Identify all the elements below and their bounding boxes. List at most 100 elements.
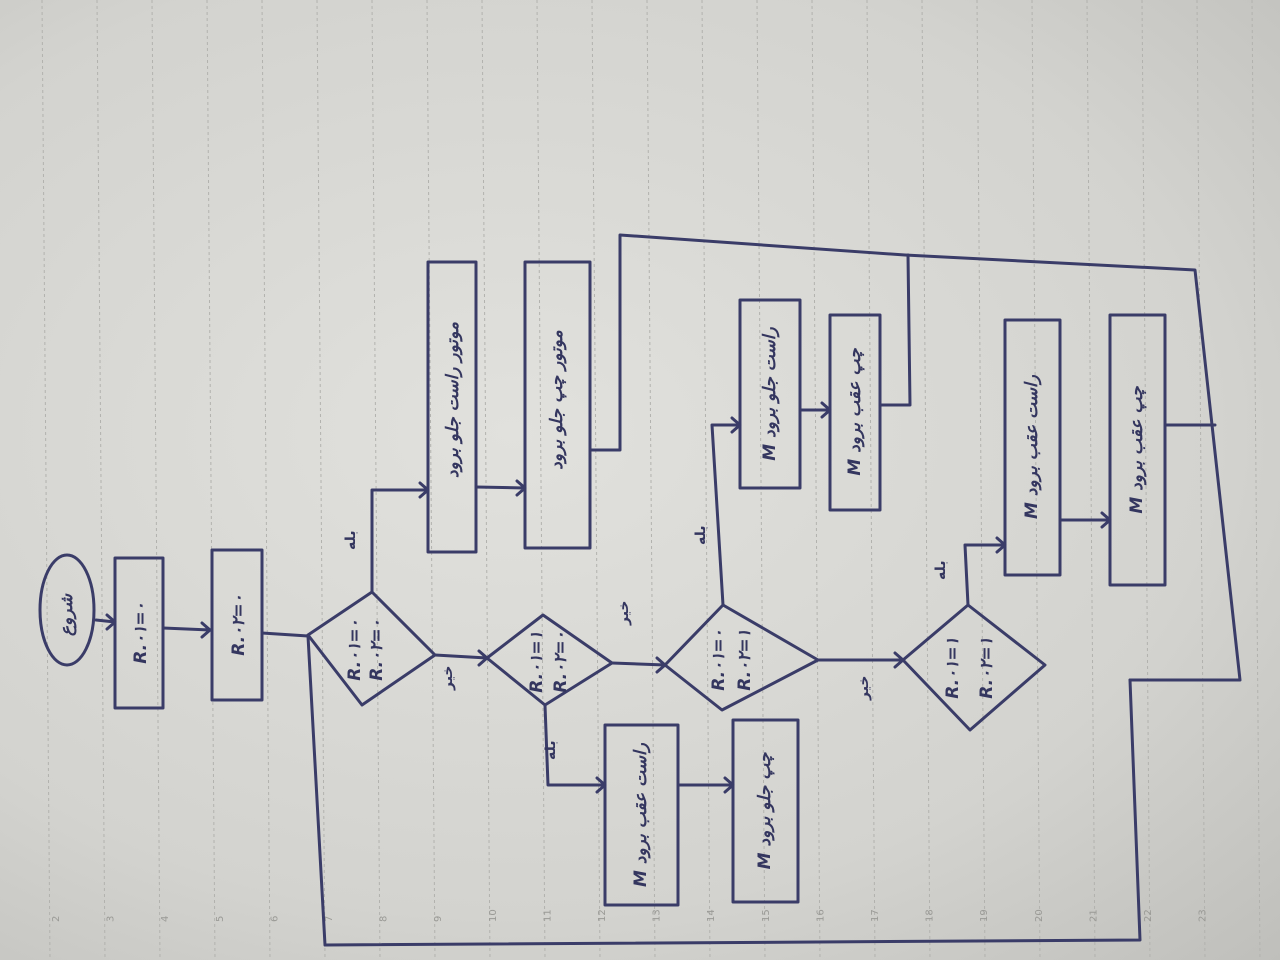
- decision-1-line1: R.۰۱=۰: [345, 619, 365, 681]
- action-d1-right-label: موتور راست جلو برود: [443, 321, 463, 478]
- rule-line: [921, 0, 931, 960]
- action-d4-right-motor: [1003, 318, 1062, 577]
- decision-3-line2: R.۰۲=۱: [735, 629, 755, 691]
- action-d1-right-motor: [426, 260, 478, 554]
- action-d3-left-label: M چپ عقب برود: [845, 348, 865, 476]
- yes-arrow-4: [963, 536, 1007, 607]
- no-label-1: خیر: [440, 665, 456, 691]
- arrow: [161, 621, 212, 639]
- rule-line: [536, 0, 546, 960]
- decision-4-line2: R.۰۲=۱: [977, 637, 997, 699]
- ruler-number: 20: [1034, 909, 1045, 922]
- ruler-number: 19: [979, 909, 990, 922]
- arrow: [94, 613, 117, 631]
- ruler-number: 14: [706, 909, 717, 922]
- action-d3-right-label: M راست جلو برود: [760, 327, 780, 461]
- action-d2-left-motor: [731, 718, 800, 904]
- ruler-number: 17: [870, 909, 881, 922]
- rule-line: [206, 0, 216, 960]
- rule-line: [316, 0, 326, 960]
- rule-line: [481, 0, 491, 960]
- arrow: [676, 776, 735, 794]
- rule-line: [1251, 0, 1261, 960]
- rule-line: [976, 0, 986, 960]
- ruler-number: 23: [1198, 909, 1209, 922]
- rule-line: [811, 0, 821, 960]
- rule-line: [591, 0, 601, 960]
- ruler-number: 22: [1143, 909, 1154, 922]
- rule-line: [371, 0, 381, 960]
- rule-line: [1086, 0, 1096, 960]
- action-d2-right-label: M راست عقب برود: [631, 742, 651, 887]
- rule-line: [1196, 0, 1206, 960]
- action-d2-right-motor: [603, 723, 680, 907]
- yes-label-2: بله: [543, 741, 559, 760]
- paper-rule-lines: [41, 0, 1261, 960]
- loop-return-line: [588, 233, 1242, 682]
- ruler-number: 4: [160, 916, 171, 922]
- ruler-number: 11: [542, 909, 553, 922]
- ruler-number: 16: [815, 909, 826, 922]
- action-d4-right-label: M راست عقب برود: [1022, 374, 1042, 519]
- start-terminal: [38, 553, 96, 667]
- ruler-number: 8: [379, 916, 390, 922]
- rule-line: [96, 0, 106, 960]
- action-d3-right-motor: [738, 298, 802, 490]
- decision-4-line1: R.۰۱=۱: [943, 637, 963, 699]
- action-d4-left-motor: [1108, 313, 1167, 587]
- no-label-2: خیر: [616, 600, 632, 626]
- action-d2-left-label: M چپ جلو برود: [755, 752, 775, 869]
- start-label: شروع: [57, 593, 77, 636]
- rule-line: [701, 0, 711, 960]
- ruler-number: 21: [1088, 909, 1099, 922]
- rule-line: [261, 0, 271, 960]
- rule-line: [1141, 0, 1151, 960]
- loop-connector-d3: [878, 253, 912, 407]
- ruler-number: 7: [324, 916, 335, 922]
- ruler-number: 13: [652, 909, 663, 922]
- rule-line: [646, 0, 656, 960]
- action-d1-left-motor: [523, 260, 592, 550]
- yes-label-3: بله: [693, 526, 709, 545]
- rule-line: [756, 0, 766, 960]
- no-arrow-1: [433, 649, 489, 667]
- decision-1-line2: R.۰۲=۰: [367, 619, 387, 681]
- decision-2: [485, 613, 614, 707]
- arrow: [1058, 511, 1112, 529]
- action-d3-left-motor: [828, 313, 882, 512]
- decision-2-line2: R.۰۲=۰: [551, 631, 571, 693]
- yes-label-1: بله: [343, 531, 359, 550]
- init-r01-label: R.۰۱=۰: [131, 602, 151, 664]
- ruler-number: 2: [51, 916, 62, 922]
- ruler-number: 15: [761, 909, 772, 922]
- rule-line: [426, 0, 436, 960]
- rule-line: [151, 0, 161, 960]
- init-r02-label: R.۰۲=۰: [229, 594, 249, 656]
- loop-back-line: [306, 634, 1142, 947]
- decision-2-line1: R.۰۱=۱: [527, 631, 547, 693]
- ruler-number: 5: [215, 916, 226, 922]
- connector: [260, 631, 310, 638]
- action-d1-left-label: موتور چپ جلو برود: [547, 329, 567, 469]
- rule-line: [41, 0, 51, 960]
- ruler-number: 9: [433, 916, 444, 922]
- ruler-number: 3: [106, 916, 117, 922]
- ruler-number: 12: [597, 909, 608, 922]
- yes-label-4: بله: [933, 561, 949, 580]
- yes-arrow-1: [370, 481, 430, 594]
- yes-arrow-3: [710, 416, 742, 607]
- ruler-number: 10: [488, 909, 499, 922]
- arrow: [474, 479, 527, 497]
- init-box-r01: [113, 556, 165, 710]
- init-box-r02: [210, 548, 264, 702]
- ruler-number: 18: [925, 909, 936, 922]
- no-label-3: خیر: [856, 675, 872, 701]
- decision-4: [901, 603, 1047, 732]
- ruler-number: 6: [269, 916, 280, 922]
- no-arrow-3: [816, 651, 905, 669]
- no-arrow-2: [610, 656, 667, 674]
- action-d4-left-label: M چپ عقب برود: [1127, 386, 1147, 514]
- decision-3-line1: R.۰۱=۰: [709, 629, 729, 691]
